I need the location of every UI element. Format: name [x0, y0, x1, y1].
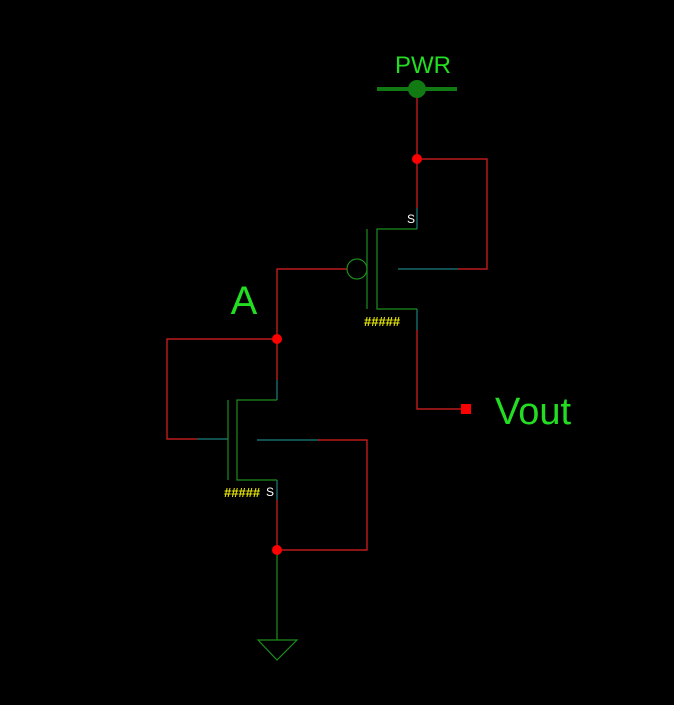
output-port[interactable]	[461, 404, 471, 414]
input-label: A	[231, 279, 258, 323]
pmos-transistor[interactable]	[346, 228, 417, 310]
power-node[interactable]	[408, 80, 426, 98]
nmos-transistor[interactable]	[227, 399, 277, 481]
transistor-ports	[197, 208, 458, 500]
ground-icon[interactable]	[256, 639, 299, 661]
pmos-source-label: S	[407, 212, 415, 226]
wire-node[interactable]	[272, 334, 282, 344]
nmos-source-label: S	[266, 485, 274, 499]
nmos-size-label: #####	[224, 485, 261, 500]
pmos-size-label: #####	[364, 314, 401, 329]
output-label: Vout	[495, 391, 572, 433]
power-label: PWR	[395, 52, 451, 79]
wire-node[interactable]	[272, 545, 282, 555]
inverter-bubble	[346, 258, 368, 280]
wire-node[interactable]	[412, 154, 422, 164]
